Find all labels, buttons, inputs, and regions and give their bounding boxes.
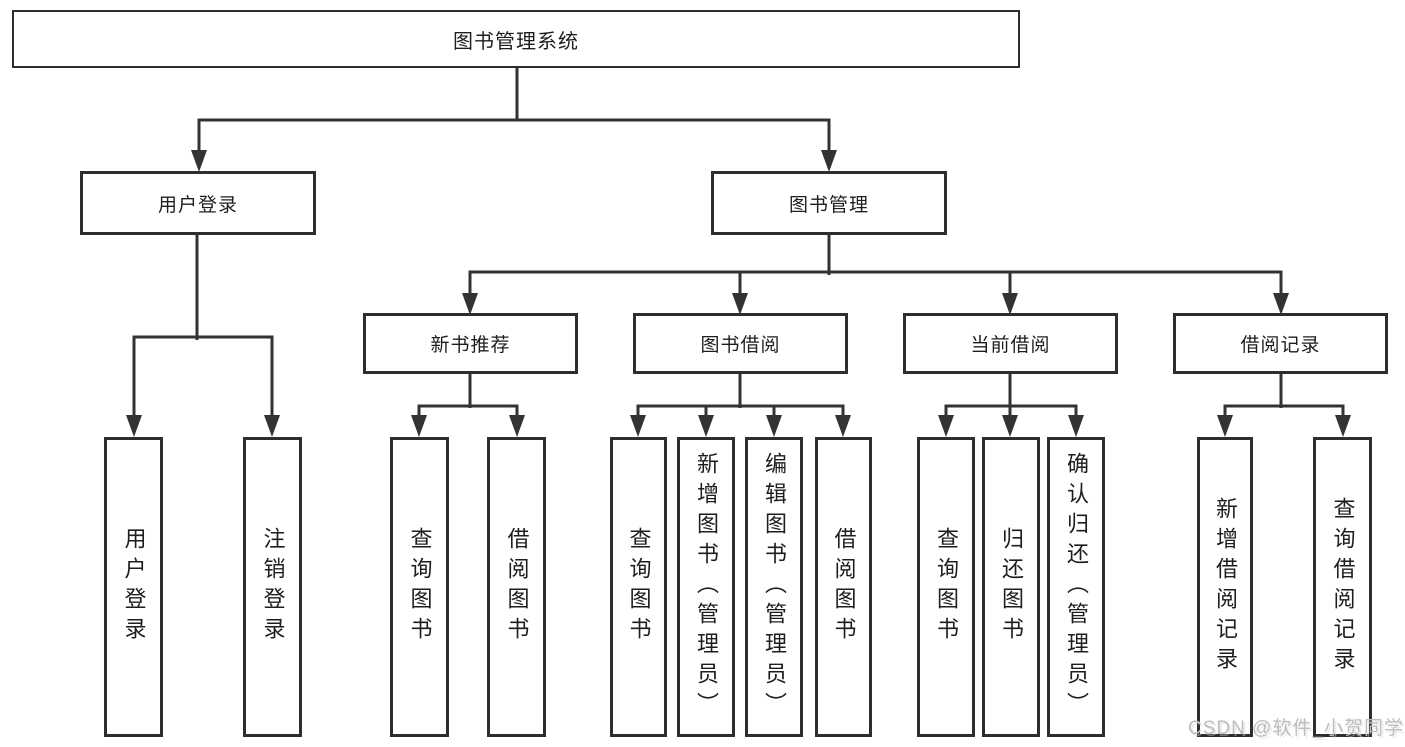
leaf-query-books-current: 查询图书 <box>917 437 975 737</box>
leaf-user-login: 用户登录 <box>104 437 163 737</box>
leaf-query-borrow-record-label: 查询借阅记录 <box>1330 497 1356 677</box>
leaf-logout: 注销登录 <box>243 437 302 737</box>
leaf-add-book-admin-label: 新增图书（管理员） <box>694 452 719 722</box>
leaf-add-book-admin: 新增图书（管理员） <box>677 437 735 737</box>
node-user-login: 用户登录 <box>80 171 316 235</box>
leaf-edit-book-admin: 编辑图书（管理员） <box>745 437 803 737</box>
node-book-management: 图书管理 <box>711 171 947 235</box>
leaf-borrow-books: 借阅图书 <box>815 437 872 737</box>
leaf-return-book-label: 归还图书 <box>999 527 1024 647</box>
leaf-borrow-books-label: 借阅图书 <box>831 527 857 647</box>
watermark: CSDN @软件_小贺同学 <box>1188 718 1404 739</box>
leaf-add-borrow-record: 新增借阅记录 <box>1197 437 1253 737</box>
leaf-query-books-recommend: 查询图书 <box>390 437 449 737</box>
node-current-borrow: 当前借阅 <box>903 313 1118 374</box>
node-library-management-system: 图书管理系统 <box>12 10 1020 68</box>
leaf-query-books-current-label: 查询图书 <box>934 527 959 647</box>
leaf-user-login-label: 用户登录 <box>121 527 147 647</box>
leaf-logout-label: 注销登录 <box>260 527 286 647</box>
leaf-query-books-recommend-label: 查询图书 <box>407 527 433 647</box>
arrowheads <box>126 150 1351 437</box>
leaf-add-borrow-record-label: 新增借阅记录 <box>1213 497 1238 677</box>
leaf-query-books-borrow-label: 查询图书 <box>626 527 652 647</box>
leaf-confirm-return-admin-label: 确认归还（管理员） <box>1064 452 1089 722</box>
leaf-confirm-return-admin: 确认归还（管理员） <box>1047 437 1105 737</box>
leaf-borrow-books-recommend-label: 借阅图书 <box>504 527 530 647</box>
node-book-borrow: 图书借阅 <box>633 313 848 374</box>
leaf-borrow-books-recommend: 借阅图书 <box>487 437 546 737</box>
leaf-return-book: 归还图书 <box>982 437 1040 737</box>
node-borrow-records: 借阅记录 <box>1173 313 1388 374</box>
node-new-book-recommend: 新书推荐 <box>363 313 578 374</box>
leaf-query-borrow-record: 查询借阅记录 <box>1313 437 1372 737</box>
leaf-edit-book-admin-label: 编辑图书（管理员） <box>762 452 787 722</box>
leaf-query-books-borrow: 查询图书 <box>610 437 667 737</box>
